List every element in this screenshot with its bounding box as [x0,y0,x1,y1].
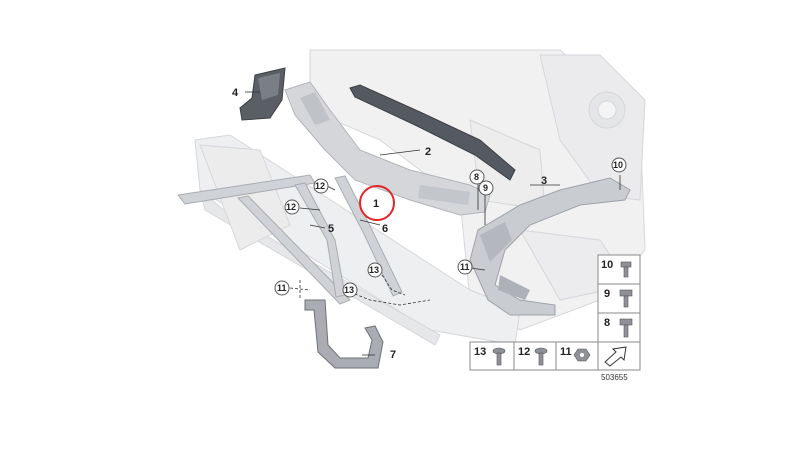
callout-13-upper: 13 [369,265,379,275]
part-labels: 4 2 3 5 6 7 [232,87,547,361]
fastener-label-10: 10 [601,259,613,271]
callout-11-left: 11 [277,283,287,293]
stud-bolt-icon [619,318,633,338]
diagram-reference-number: 503655 [601,373,628,382]
callout-12-lower: 12 [286,202,296,212]
fastener-table-right: 10 9 8 [597,254,641,343]
label-part-5: 5 [328,223,334,235]
label-part-7: 7 [390,349,396,361]
part-2-front-carrier [284,81,491,216]
fastener-label-12: 12 [518,346,530,358]
part-4-bracket [239,67,286,121]
fastener-label-9: 9 [604,288,610,300]
callout-9: 9 [483,183,488,193]
callout-8: 8 [474,172,479,182]
screw-icon [492,347,506,366]
collar-bolt-icon [534,347,548,366]
fastener-label-8: 8 [604,317,610,329]
label-part-3: 3 [541,175,547,187]
label-part-6: 6 [382,223,388,235]
hex-bolt-icon [620,261,632,278]
circled-callouts [274,157,627,298]
direction-arrow-icon [604,346,627,367]
fastener-label-13: 13 [474,346,486,358]
callout-11-right: 11 [460,262,470,272]
fastener-label-11: 11 [560,346,572,358]
vehicle-body-background [194,49,646,346]
part-6-strut-brace [334,175,403,297]
callout-13-lower: 13 [344,285,354,295]
callout-12-upper: 12 [315,181,325,191]
nut-icon [573,348,591,362]
part-3-lock-carrier [469,177,631,316]
dark-support-bar [349,84,516,181]
flange-bolt-icon [619,289,633,308]
highlight-part-1: 1 [359,185,395,221]
fastener-table-bottom: 13 12 11 [469,341,641,371]
leader-lines [245,91,621,356]
label-part-2: 2 [425,146,431,158]
part-7-handle [304,299,384,369]
label-part-4: 4 [232,87,239,99]
circled-callout-labels: 12 12 13 13 11 8 9 10 11 [277,160,623,295]
label-part-1: 1 [373,198,379,210]
callout-10: 10 [613,160,623,170]
